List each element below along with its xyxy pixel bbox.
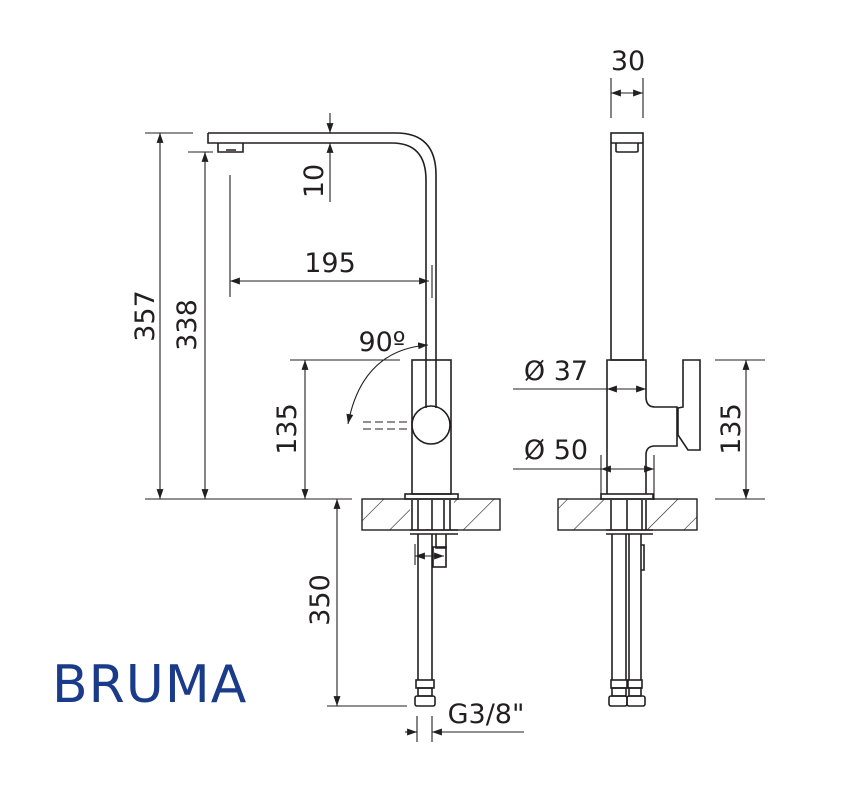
spout-side <box>610 132 644 361</box>
brand-logo: BRUMA <box>52 655 247 715</box>
dim-357: 357 <box>130 290 161 342</box>
handle-rotated-dashed <box>363 421 412 430</box>
dim-10: 10 <box>299 164 330 198</box>
side-view: 30 Ø 37 Ø 50 135 <box>513 46 765 707</box>
dim-195: 195 <box>304 248 356 279</box>
rotation-arc <box>346 342 429 425</box>
dim-135-side: 135 <box>716 403 747 455</box>
dim-30: 30 <box>611 46 645 77</box>
handle <box>411 405 451 445</box>
dim-338: 338 <box>172 299 203 351</box>
dim-diameter-37: Ø 37 <box>524 356 588 387</box>
front-view: 357 338 10 195 90º 135 350 G3/8" <box>130 113 524 742</box>
dim-90-degrees: 90º <box>358 327 405 358</box>
handle-side <box>677 359 701 451</box>
body-side <box>606 359 678 494</box>
spout <box>207 132 437 360</box>
body <box>411 359 452 495</box>
dim-350: 350 <box>305 574 336 626</box>
dim-135-front: 135 <box>272 403 303 455</box>
dim-g3-8: G3/8" <box>448 699 525 730</box>
dim-diameter-50: Ø 50 <box>524 435 588 466</box>
hoses-side <box>611 534 645 680</box>
aerator <box>217 143 244 153</box>
